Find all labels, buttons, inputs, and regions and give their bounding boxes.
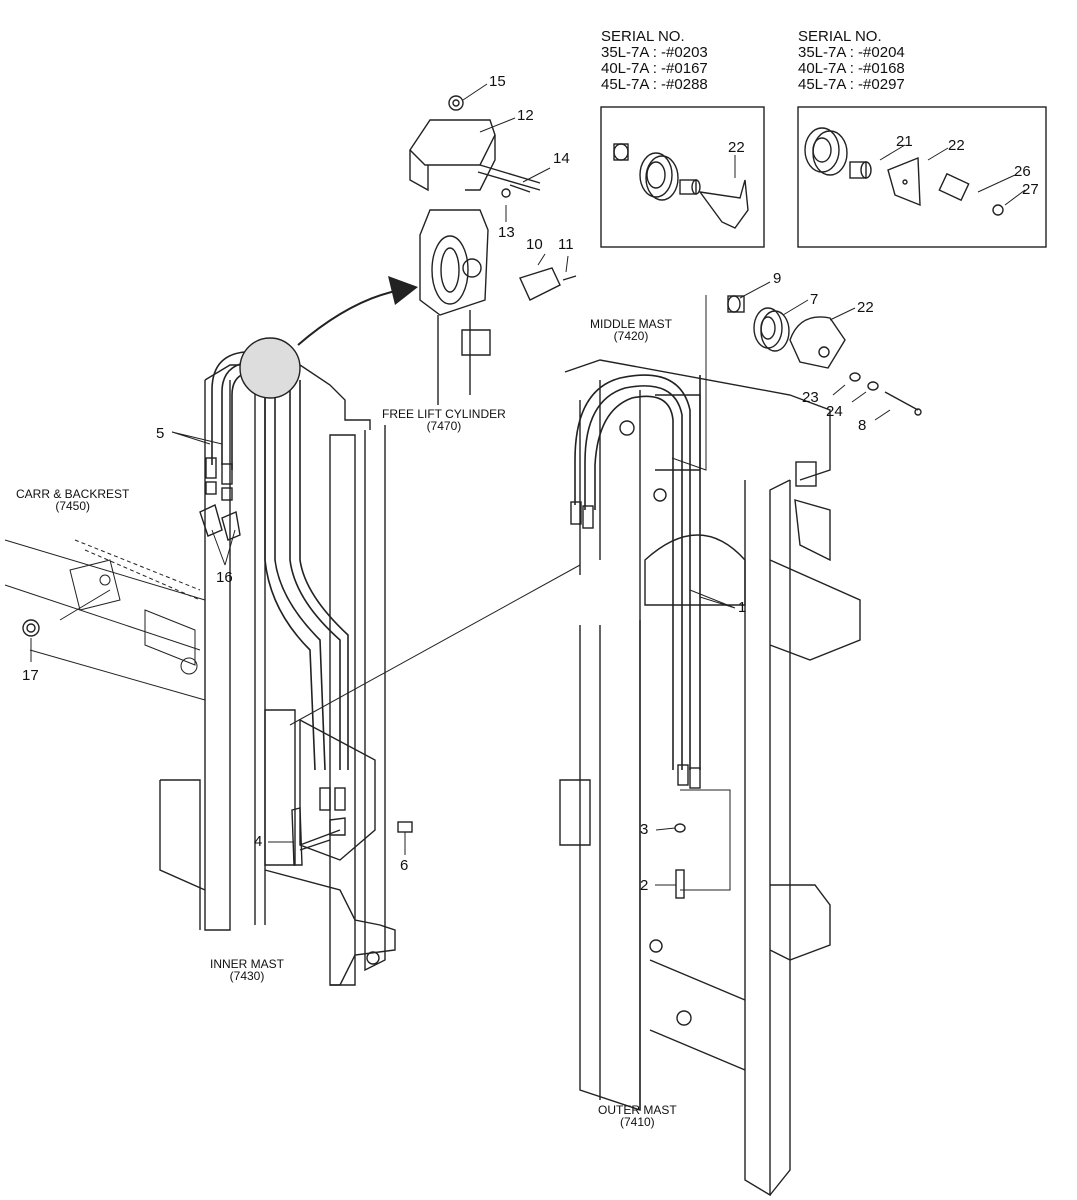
- assembly-free-lift-cylinder: FREE LIFT CYLINDER (7470): [382, 408, 506, 432]
- serial-box-frame-1: [600, 106, 765, 248]
- middle-hoses: [574, 374, 701, 770]
- callout-14: 14: [553, 150, 570, 167]
- sheave-assembly-old: [613, 143, 749, 229]
- callout-23: 23: [802, 389, 819, 406]
- assembly-code: (7450): [55, 499, 91, 513]
- carriage-backrest: [4, 539, 206, 701]
- callout-22-box2: 22: [948, 137, 965, 154]
- callout-1: 1: [738, 599, 747, 616]
- serial-box-1-text: SERIAL NO. 35L-7A : -#0203 40L-7A : -#01…: [601, 29, 708, 93]
- serial-line: 45L-7A : -#0288: [601, 76, 708, 93]
- callout-21-box2: 21: [896, 133, 913, 150]
- callout-4: 4: [254, 833, 263, 850]
- serial-line: 35L-7A : -#0204: [798, 44, 905, 61]
- middle-detail-leader: [671, 295, 707, 471]
- assembly-code: (7430): [229, 969, 265, 983]
- detail-arrow: [297, 289, 401, 346]
- serial-line: 40L-7A : -#0167: [601, 60, 708, 77]
- serial-heading: SERIAL NO.: [798, 28, 882, 45]
- assembly-code: (7420): [613, 329, 649, 343]
- sheave-assembly-new: [804, 127, 1004, 216]
- assembly-outer-mast: OUTER MAST (7410): [598, 1104, 677, 1128]
- assembly-name: MIDDLE MAST: [590, 317, 673, 331]
- free-lift-cylinder: [419, 209, 577, 405]
- fittings-left: [22, 457, 241, 637]
- serial-box-frame-2: [797, 106, 1047, 248]
- callout-27-box2: 27: [1022, 181, 1039, 198]
- assembly-name: OUTER MAST: [598, 1103, 677, 1117]
- assembly-carr-backrest: CARR & BACKREST (7450): [16, 488, 129, 512]
- outer-mast: [559, 359, 861, 1197]
- callout-15: 15: [489, 73, 506, 90]
- callout-17: 17: [22, 667, 39, 684]
- serial-line: 45L-7A : -#0297: [798, 76, 905, 93]
- callout-11: 11: [558, 236, 574, 253]
- serial-box-2-text: SERIAL NO. 35L-7A : -#0204 40L-7A : -#01…: [798, 29, 905, 93]
- callout-16: 16: [216, 569, 233, 586]
- assembly-inner-mast: INNER MAST (7430): [210, 958, 284, 982]
- assembly-code: (7470): [426, 419, 462, 433]
- inner-hoses: [211, 351, 349, 771]
- fittings-lower: [291, 787, 413, 866]
- cylinder-bracket: [409, 95, 541, 198]
- assembly-name: FREE LIFT CYLINDER: [382, 407, 506, 421]
- callout-24: 24: [826, 403, 843, 420]
- assembly-middle-mast: MIDDLE MAST (7420): [590, 318, 672, 342]
- callout-5: 5: [156, 425, 165, 442]
- leader-line: [289, 564, 581, 726]
- callout-26-box2: 26: [1014, 163, 1031, 180]
- serial-heading: SERIAL NO.: [601, 28, 685, 45]
- callout-10: 10: [526, 236, 543, 253]
- detail-arrowhead: [388, 276, 418, 305]
- callout-13: 13: [498, 224, 515, 241]
- assembly-name: INNER MAST: [210, 957, 285, 971]
- hose-detail-circle: [239, 337, 301, 399]
- callout-9: 9: [773, 270, 782, 287]
- callout-7: 7: [810, 291, 819, 308]
- callout-8: 8: [858, 417, 867, 434]
- middle-mast-rollers: [727, 295, 922, 416]
- assembly-code: (7410): [619, 1115, 655, 1129]
- callout-22: 22: [857, 299, 874, 316]
- callout-6: 6: [400, 857, 409, 874]
- callout-12: 12: [517, 107, 534, 124]
- callout-22-box1: 22: [728, 139, 745, 156]
- callout-leaders: [30, 83, 1026, 886]
- callout-2: 2: [640, 877, 649, 894]
- callout-3: 3: [640, 821, 649, 838]
- inner-mast: [159, 364, 396, 986]
- serial-line: 40L-7A : -#0168: [798, 60, 905, 77]
- assembly-name: CARR & BACKREST: [16, 487, 130, 501]
- serial-line: 35L-7A : -#0203: [601, 44, 708, 61]
